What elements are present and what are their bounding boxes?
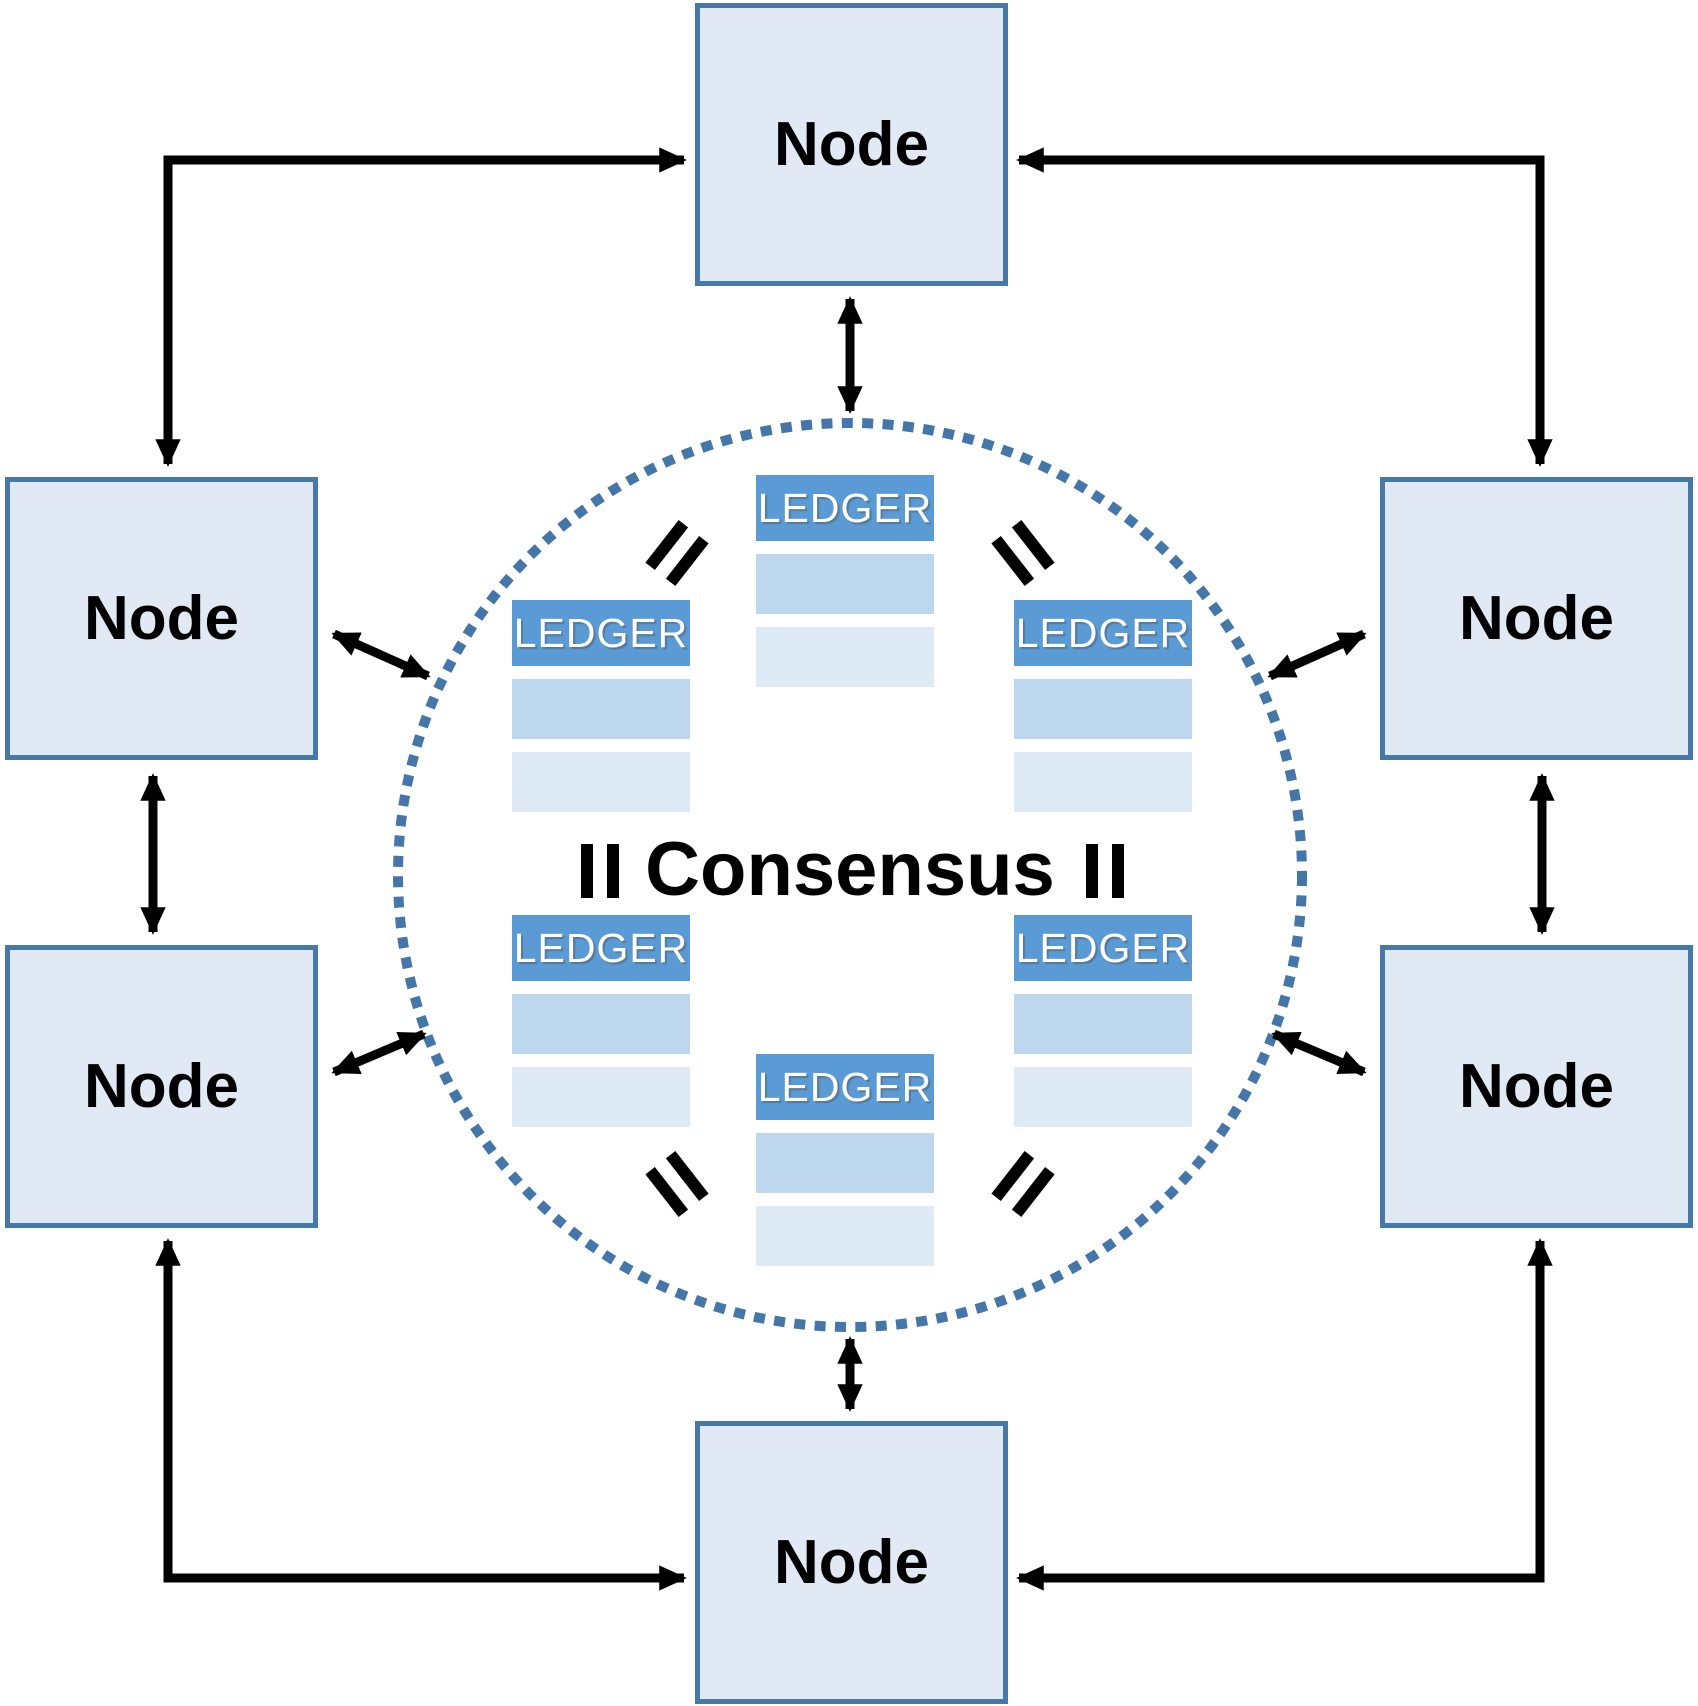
ledger-row xyxy=(1014,752,1192,812)
node-label: Node xyxy=(1459,584,1614,653)
ledger-header: LEDGER xyxy=(1014,600,1192,666)
ledger-row xyxy=(1014,1067,1192,1127)
node-label: Node xyxy=(774,1528,929,1597)
node-label: Node xyxy=(84,584,239,653)
node-box-top: Node xyxy=(695,3,1008,286)
ledger-table-lower-left: LEDGER xyxy=(512,915,690,1127)
ledger-header: LEDGER xyxy=(512,915,690,981)
node-label: Node xyxy=(774,110,929,179)
node-box-bottom: Node xyxy=(695,1421,1008,1704)
ledger-row xyxy=(756,627,934,687)
ledger-table-upper-left: LEDGER xyxy=(512,600,690,812)
consensus-circle-boundary xyxy=(393,418,1307,1332)
ledger-row xyxy=(512,752,690,812)
node-label: Node xyxy=(1459,1052,1614,1121)
ledger-row xyxy=(756,1133,934,1193)
ledger-row xyxy=(1014,994,1192,1054)
node-box-lower-right: Node xyxy=(1380,945,1693,1228)
equals-bar xyxy=(1086,844,1098,898)
ledger-table-lower-right: LEDGER xyxy=(1014,915,1192,1127)
ledger-row xyxy=(512,1067,690,1127)
equals-icon xyxy=(1086,844,1124,898)
ledger-row xyxy=(756,554,934,614)
connector-upper-right-node-to-circle xyxy=(1267,629,1367,681)
connector-lower-right-node-to-bottom-node xyxy=(1016,1238,1553,1591)
ledger-row xyxy=(1014,679,1192,739)
ledger-table-upper-right: LEDGER xyxy=(1014,600,1192,812)
ledger-header: LEDGER xyxy=(1014,915,1192,981)
ledger-header: LEDGER xyxy=(756,1054,934,1120)
ledger-header: LEDGER xyxy=(756,475,934,541)
ledger-row xyxy=(756,1206,934,1266)
node-box-upper-right: Node xyxy=(1380,477,1693,760)
equals-bar xyxy=(1112,844,1124,898)
consensus-title: Consensus xyxy=(645,827,1055,912)
equals-icon xyxy=(581,844,619,898)
ledger-table-top-center: LEDGER xyxy=(756,475,934,687)
equals-bar xyxy=(581,844,593,898)
ledger-row xyxy=(512,679,690,739)
ledger-header: LEDGER xyxy=(512,600,690,666)
connector-upper-left-node-to-circle xyxy=(331,629,431,681)
ledger-row xyxy=(512,994,690,1054)
connector-lower-right-node-to-circle xyxy=(1271,1029,1367,1077)
ledger-table-bottom-center: LEDGER xyxy=(756,1054,934,1266)
equals-bar xyxy=(607,844,619,898)
node-box-lower-left: Node xyxy=(5,945,318,1228)
connector-lower-left-node-to-circle xyxy=(331,1029,427,1077)
node-box-upper-left: Node xyxy=(5,477,318,760)
node-label: Node xyxy=(84,1052,239,1121)
connector-top-node-to-upper-left-node xyxy=(155,147,687,467)
connector-lower-left-node-to-bottom-node xyxy=(155,1238,687,1591)
connector-top-node-to-upper-right-node xyxy=(1016,147,1553,467)
